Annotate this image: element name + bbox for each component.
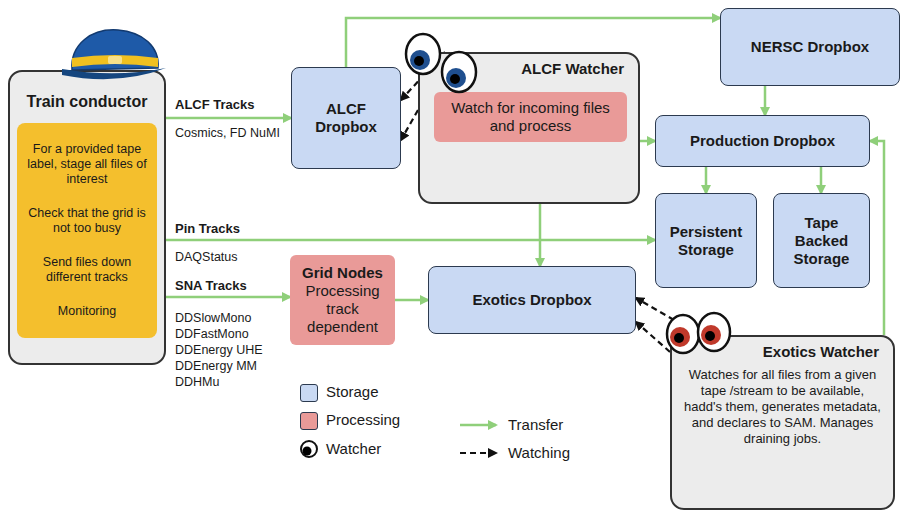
node-title: NERSC Dropbox [727,38,893,56]
watcher-box: Exotics WatcherWatches for all files fro… [670,335,895,510]
transfer-arrow [870,141,884,335]
watching-arrow [401,110,418,140]
storage-box: NERSC Dropbox [720,8,900,86]
node-title: ALCF Watcher [420,54,638,78]
legend-swatch [300,412,318,430]
node-title: Train conductor [10,72,164,111]
track-stream-label: DDFastMono [175,327,249,342]
node-body: Watches for all files from a given tape … [672,361,893,455]
track-label: Pin Tracks [175,221,240,236]
transfer-arrow [640,140,655,143]
storage-box: Production Dropbox [655,115,870,167]
node-body: Processing track dependent [298,282,387,336]
legend-text: Transfer [508,416,563,434]
transfer-arrow [539,204,542,266]
process-box: Grid NodesProcessing track dependent [290,255,395,345]
storage-box: Exotics Dropbox [428,266,636,334]
legend-text: Watching [508,444,570,462]
node-body: Check that the grid is not too busy [25,206,149,236]
node-body: Send files down different tracks [25,255,149,285]
process-box: Watch for incoming files and process [434,92,627,142]
storage-box: Persistent Storage [655,193,757,288]
watcher-box: ALCF WatcherWatch for incoming files and… [418,52,640,204]
legend-watcher-sample [301,441,317,457]
track-label: ALCF Tracks [175,97,254,112]
transfer-arrow [764,86,767,115]
node-title: Persistent Storage [662,223,750,259]
track-stream-label: DAQStatus [175,250,238,265]
node-title: Tape Backed Storage [780,214,863,268]
track-stream-label: DDEnergy MM [175,359,257,374]
conductor-box: Train conductorFor a provided tape label… [8,70,166,365]
track-stream-label: DDEnergy UHE [175,343,263,358]
node-title: Production Dropbox [662,132,863,150]
task-list: For a provided tape label, stage all fil… [17,123,157,338]
track-stream-label: DDSlowMono [175,311,251,326]
track-stream-label: DDHMu [175,375,219,390]
node-title: For a provided tape label, stage all fil… [25,142,149,187]
track-label: SNA Tracks [175,278,247,293]
transfer-arrow [166,117,291,120]
storage-box: ALCF Dropbox [291,67,401,169]
legend-transfer-sample [460,424,496,427]
node-title: Exotics Watcher [672,337,893,361]
transfer-arrow [395,299,428,302]
watching-arrow [636,322,670,352]
node-title: Exotics Dropbox [435,291,629,309]
legend-watching-sample [460,452,496,454]
transfer-arrow [166,296,290,299]
legend-text: Watcher [326,440,381,458]
transfer-arrow [166,239,655,242]
transfer-arrow [820,167,823,193]
legend-text: Processing [326,411,400,429]
storage-box: Tape Backed Storage [773,193,870,288]
node-body: Monitoring [25,304,149,319]
track-stream-label: Cosmics, FD NuMI [175,126,280,141]
transfer-arrow [705,167,708,193]
node-title: Grid Nodes [298,264,387,282]
node-title: Watch for incoming files and process [442,99,619,135]
legend-swatch [300,384,318,402]
node-title: ALCF Dropbox [298,100,394,136]
legend-text: Storage [326,383,379,401]
